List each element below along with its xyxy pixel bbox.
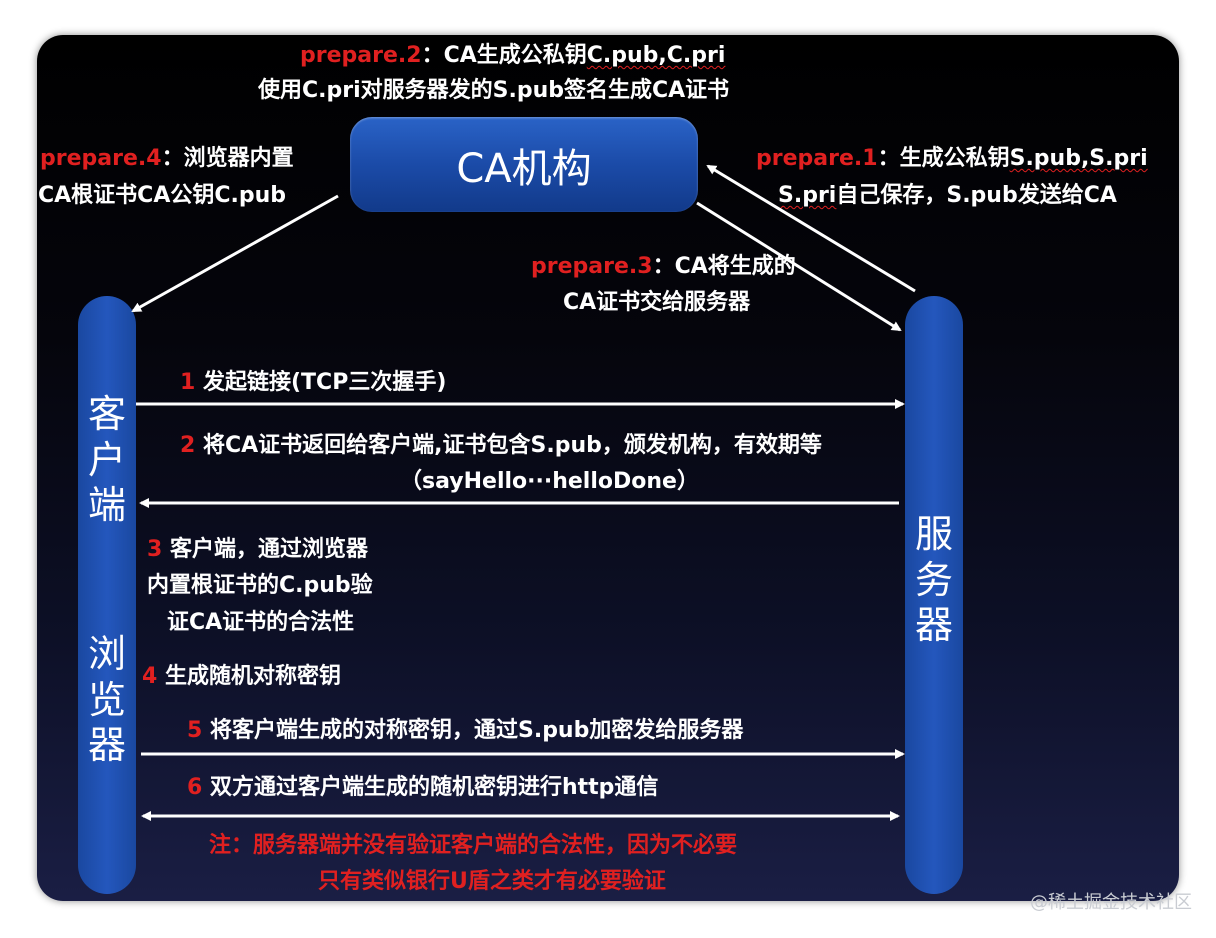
step2-label: 2 将CA证书返回给客户端,证书包含S.pub，颁发机构，有效期等 [180, 433, 822, 459]
prepare3-line1: prepare.3：CA将生成的 [531, 254, 796, 280]
server-char: 务 [914, 557, 953, 602]
step3-line1: 3 客户端，通过浏览器 [147, 537, 368, 563]
prepare2-text-b: C.pub,C.pri [586, 43, 726, 68]
step4-number: 4 [142, 664, 158, 689]
step3-line2: 内置根证书的C.pub验 [147, 573, 373, 598]
prepare3-line2: CA证书交给服务器 [563, 290, 751, 315]
client-label-top: 客 户 端 [78, 392, 136, 529]
step3-number: 3 [147, 537, 163, 562]
step3-text-1: 客户端，通过浏览器 [169, 537, 368, 562]
server-char: 器 [914, 603, 953, 648]
prepare4-line2: CA根证书CA公钥C.pub [38, 183, 287, 208]
step1-number: 1 [180, 370, 196, 395]
note-line1: 注：服务器端并没有验证客户端的合法性，因为不必要 [209, 833, 738, 858]
prepare1-spri: S.pri [778, 183, 837, 208]
prepare1-tag: prepare.1 [756, 146, 878, 171]
prepare4-line1: prepare.4：浏览器内置 [40, 146, 294, 172]
client-char: 览 [87, 677, 126, 722]
client-browser-pill [78, 296, 136, 894]
step5-label: 5 将客户端生成的对称密钥，通过S.pub加密发给服务器 [187, 718, 743, 744]
prepare2-line2: 使用C.pri对服务器发的S.pub签名生成CA证书 [258, 78, 730, 103]
server-pill [905, 296, 963, 894]
client-char: 器 [87, 723, 126, 768]
prepare3-sep: ： [652, 254, 675, 279]
prepare2-tag: prepare.2 [300, 43, 422, 68]
prepare1-line2: S.pri自己保存，S.pub发送给CA [778, 183, 1117, 209]
arrow-ca-to-client [131, 194, 339, 313]
step6-label: 6 双方通过客户端生成的随机密钥进行http通信 [187, 775, 658, 801]
client-char: 浏 [87, 632, 126, 676]
watermark-text: @稀土掘金技术社区 [1030, 892, 1192, 913]
server-char: 服 [914, 512, 953, 556]
step5-number: 5 [187, 718, 203, 743]
prepare2-text-a: CA生成公私钥 [443, 43, 587, 68]
server-label: 服 务 器 [905, 512, 963, 649]
step3-line3: 证CA证书的合法性 [167, 610, 355, 635]
step5-text: 将客户端生成的对称密钥，通过S.pub加密发给服务器 [209, 718, 744, 743]
client-char: 端 [87, 483, 126, 528]
prepare2-line1: prepare.2：CA生成公私钥C.pub,C.pri [300, 43, 725, 69]
note-line2: 只有类似银行U盾之类才有必要验证 [318, 869, 666, 894]
arrow-ca-to-server [696, 201, 902, 332]
prepare1-text-b: S.pub,S.pri [1009, 146, 1148, 171]
step2-number: 2 [180, 433, 196, 458]
client-label-bottom: 浏 览 器 [78, 632, 136, 769]
prepare4-text: 浏览器内置 [183, 146, 294, 171]
prepare4-sep: ： [161, 146, 184, 171]
prepare1-text-c: 自己保存，S.pub发送给CA [836, 183, 1117, 208]
step6-text: 双方通过客户端生成的随机密钥进行http通信 [209, 775, 659, 800]
step4-text: 生成随机对称密钥 [164, 664, 341, 689]
step1-label: 1 发起链接(TCP三次握手) [180, 370, 446, 396]
prepare3-tag: prepare.3 [531, 254, 653, 279]
prepare2-sep: ： [421, 43, 444, 68]
prepare1-text-a: 生成公私钥 [899, 146, 1010, 171]
step4-label: 4 生成随机对称密钥 [142, 664, 341, 690]
prepare1-sep: ： [877, 146, 900, 171]
step1-text: 发起链接(TCP三次握手) [202, 370, 447, 395]
prepare3-text: CA将生成的 [674, 254, 796, 279]
step6-number: 6 [187, 775, 203, 800]
prepare1-line1: prepare.1：生成公私钥S.pub,S.pri [756, 146, 1148, 172]
arrow-server-to-ca [706, 164, 916, 293]
ca-authority-box: CA机构 [350, 117, 698, 212]
client-char: 客 [87, 392, 126, 436]
prepare4-tag: prepare.4 [40, 146, 162, 171]
step2-text: 将CA证书返回给客户端,证书包含S.pub，颁发机构，有效期等 [202, 433, 822, 458]
step2-sub: （sayHello···helloDone） [400, 469, 699, 494]
client-char: 户 [87, 437, 126, 482]
